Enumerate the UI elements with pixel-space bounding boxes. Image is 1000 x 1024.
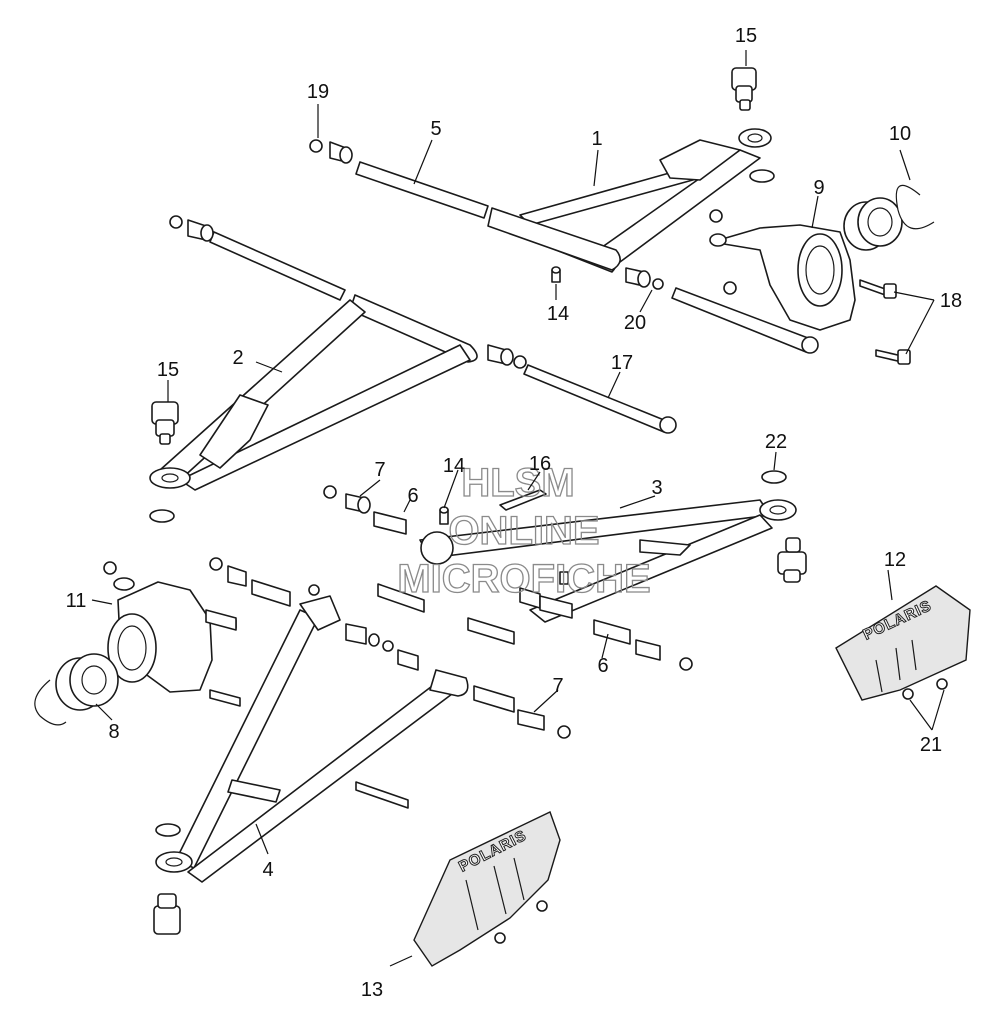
ball-joint-4 <box>153 893 181 935</box>
screws-21 <box>902 678 948 700</box>
callout-8: 8 <box>108 721 119 743</box>
bolt-17-head <box>659 416 677 434</box>
callout-10: 10 <box>889 123 911 145</box>
nut-small-top <box>709 209 723 223</box>
lower-a-arm-2 <box>149 231 478 491</box>
callout-20: 20 <box>624 312 646 334</box>
callout-17: 17 <box>611 352 633 374</box>
callout-2: 2 <box>232 347 243 369</box>
snap-ring-top <box>749 169 775 183</box>
callout-5: 5 <box>430 118 441 140</box>
steering-knuckle-9 <box>709 224 856 331</box>
callout-14-top: 14 <box>547 303 569 325</box>
callout-7-bottom: 7 <box>552 675 563 697</box>
callout-13: 13 <box>361 979 383 1001</box>
lower-a-arm-4 <box>155 595 469 883</box>
skid-plate-12: POLARIS <box>835 585 971 701</box>
callout-18: 18 <box>940 290 962 312</box>
snap-ring-4 <box>155 823 181 837</box>
callout-4: 4 <box>262 859 273 881</box>
grease-fitting-14-top <box>551 266 561 283</box>
bushing-4-middle <box>345 623 419 671</box>
ball-joint-15-left <box>151 401 179 445</box>
bolt-knuckle-lower <box>209 689 241 707</box>
ball-joint-right-3 <box>777 537 807 583</box>
bearing-8 <box>55 653 119 711</box>
callout-22: 22 <box>765 431 787 453</box>
bushing-19-group <box>309 139 353 164</box>
bushing-right-2 <box>487 344 527 369</box>
retaining-ring-8 <box>34 679 67 726</box>
bushing-20-group <box>625 267 651 288</box>
steering-knuckle-11 <box>103 561 213 693</box>
retaining-ring-10 <box>895 184 935 230</box>
bolts-18 <box>859 279 911 365</box>
bushing-7-right <box>635 639 661 661</box>
callout-12: 12 <box>884 549 906 571</box>
callout-14-mid: 14 <box>443 455 465 477</box>
pivot-tube-5 <box>355 161 621 271</box>
nut-small-middle <box>723 281 737 295</box>
callout-6-bottom: 6 <box>597 655 608 677</box>
callout-6-top: 6 <box>407 485 418 507</box>
callout-16: 16 <box>529 453 551 475</box>
bearing-10-right <box>843 197 903 251</box>
watermark-line-3: MICROFICHE <box>397 557 650 601</box>
sleeve-4-lower <box>473 685 515 713</box>
callout-19: 19 <box>307 81 329 103</box>
upper-a-arm-1 <box>494 128 772 273</box>
bolt-16 <box>499 489 547 511</box>
screw-13-a <box>494 932 506 944</box>
sleeve-6-bottom <box>593 619 631 645</box>
grease-fitting-14-mid <box>439 506 569 585</box>
bushing-4-top <box>209 557 291 607</box>
bolt-long-upper-head <box>801 336 819 354</box>
leader-lines <box>91 50 945 967</box>
watermark-line-1: HLSM <box>461 461 574 505</box>
callout-3: 3 <box>651 477 662 499</box>
nut-lower-right <box>557 725 571 739</box>
callout-11: 11 <box>66 590 87 612</box>
a-arm-3 <box>419 499 797 623</box>
bushing-3-right <box>519 587 573 619</box>
sleeve-6-top <box>373 511 407 535</box>
ball-joint-15-top <box>731 67 757 111</box>
skid-plate-13: POLARIS <box>413 811 561 967</box>
washer-20 <box>652 278 664 290</box>
bushing-7-lower <box>517 709 545 731</box>
bushing-left-2 <box>169 215 214 242</box>
callout-1: 1 <box>591 128 602 150</box>
callout-15-top: 15 <box>735 25 757 47</box>
snap-ring-left <box>149 509 175 523</box>
grease-fitting-4 <box>308 584 320 596</box>
bolts-4-row <box>205 583 515 809</box>
watermark-line-2: ONLINE <box>448 509 599 553</box>
callout-9: 9 <box>813 177 824 199</box>
callout-15-left: 15 <box>157 359 179 381</box>
bushing-7-top <box>323 485 371 514</box>
callout-21: 21 <box>920 734 942 756</box>
bolt-17 <box>523 364 673 433</box>
snap-ring-22 <box>761 470 787 484</box>
callout-7-top: 7 <box>374 459 385 481</box>
nut-6-bottom <box>679 657 693 671</box>
screw-13-b <box>536 900 548 912</box>
